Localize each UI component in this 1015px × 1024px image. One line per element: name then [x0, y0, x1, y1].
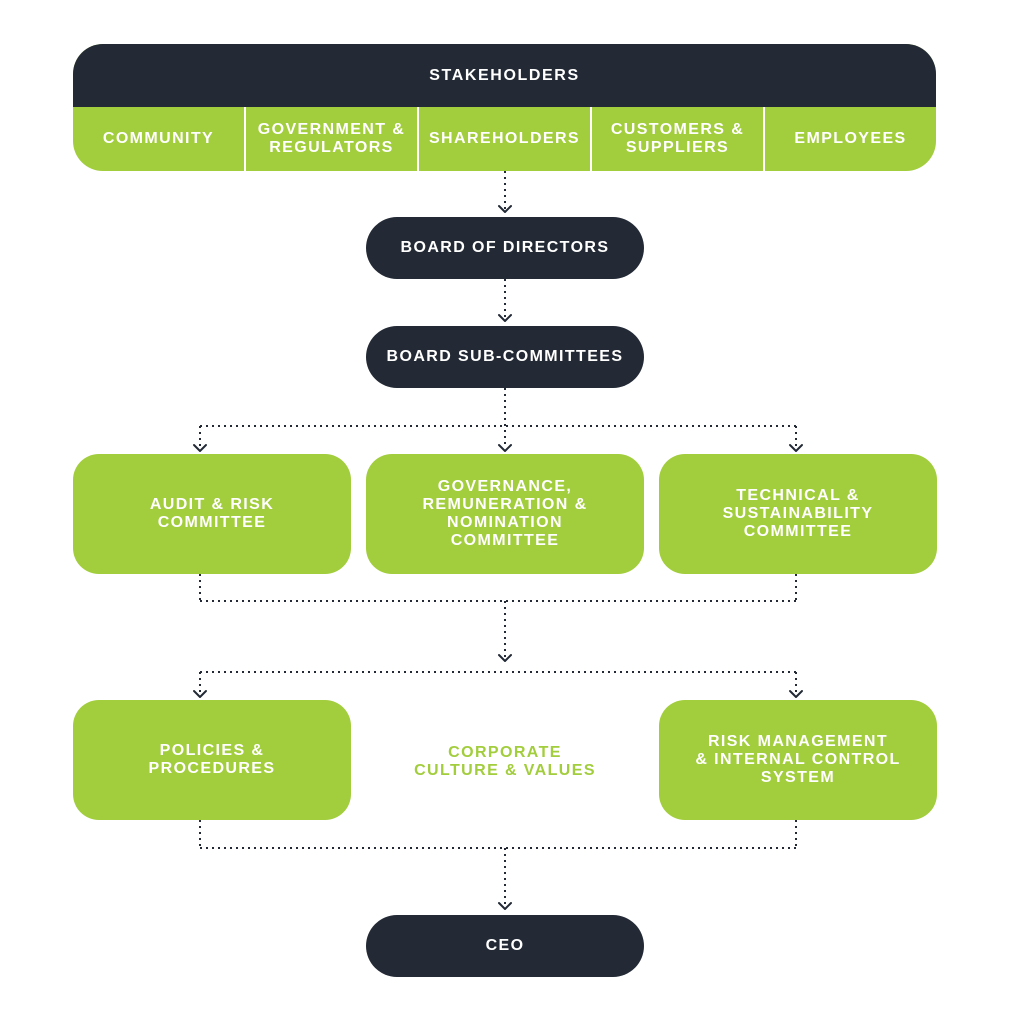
arrow-head-ceo: [498, 902, 512, 910]
arrow-head-merge: [498, 654, 512, 662]
arrow-head-risk: [789, 690, 803, 698]
board-of-directors-node: BOARD OF DIRECTORS: [366, 217, 644, 279]
stakeholder-customers: CUSTOMERS & SUPPLIERS: [590, 107, 763, 171]
arrow-head-audit: [193, 444, 207, 452]
arrow-head-subcommittees: [498, 314, 512, 322]
corporate-culture-label: CORPORATE CULTURE & VALUES: [414, 744, 596, 779]
policies-procedures-node: POLICIES & PROCEDURES: [73, 700, 351, 820]
stakeholder-employees: EMPLOYEES: [763, 107, 936, 171]
arrow-head-policies: [193, 690, 207, 698]
board-subcommittees-node: BOARD SUB-COMMITTEES: [366, 326, 644, 388]
stakeholder-shareholders: SHAREHOLDERS: [417, 107, 590, 171]
audit-risk-committee-node: AUDIT & RISK COMMITTEE: [73, 454, 351, 574]
stakeholders-block: STAKEHOLDERS COMMUNITY GOVERNMENT & REGU…: [73, 44, 936, 171]
governance-committee-node: GOVERNANCE, REMUNERATION & NOMINATION CO…: [366, 454, 644, 574]
stakeholder-groups: COMMUNITY GOVERNMENT & REGULATORS SHAREH…: [73, 107, 936, 171]
arrow-head-technical: [789, 444, 803, 452]
arrow-head-governance: [498, 444, 512, 452]
arrow-head-board: [498, 205, 512, 213]
stakeholder-community: COMMUNITY: [102, 130, 215, 147]
technical-committee-node: TECHNICAL & SUSTAINABILITY COMMITTEE: [659, 454, 937, 574]
ceo-node: CEO: [366, 915, 644, 977]
stakeholders-title: STAKEHOLDERS: [73, 44, 936, 107]
risk-management-node: RISK MANAGEMENT & INTERNAL CONTROL SYSTE…: [659, 700, 937, 820]
stakeholder-government: GOVERNMENT & REGULATORS: [244, 107, 417, 171]
